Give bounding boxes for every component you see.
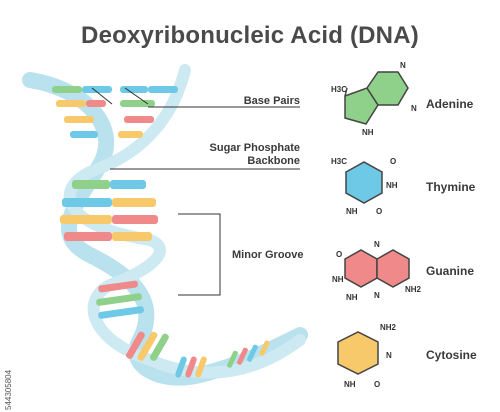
base-name-guanine: Guanine xyxy=(426,264,475,278)
rung xyxy=(125,331,145,359)
rung xyxy=(237,347,248,365)
rung xyxy=(227,350,238,368)
thymine-nh1: NH xyxy=(386,181,398,190)
rung xyxy=(120,86,148,93)
rung xyxy=(62,198,112,207)
adenine-pentagon xyxy=(344,87,379,125)
adenine-n1: N xyxy=(400,61,406,70)
guanine-nh3: NH xyxy=(346,293,358,302)
thymine-ch3: H3C xyxy=(331,157,347,166)
rung xyxy=(64,116,94,123)
cytosine-o: O xyxy=(374,380,380,389)
rung xyxy=(120,100,155,107)
label-minor-groove: Minor Groove xyxy=(232,249,304,261)
thymine-nh2: NH xyxy=(346,207,358,216)
adenine-molecule: H3C N N NH xyxy=(331,61,417,137)
adenine-ch3: H3C xyxy=(331,85,347,94)
label-backbone-line2: Backbone xyxy=(247,155,300,167)
rung xyxy=(56,100,86,107)
rung xyxy=(86,100,106,107)
page-title: Deoxyribonucleic Acid (DNA) xyxy=(81,22,419,49)
rung xyxy=(52,86,82,93)
rung xyxy=(110,180,146,189)
cytosine-nh2: NH2 xyxy=(380,323,397,332)
cytosine-nh: NH xyxy=(344,380,356,389)
base-name-cytosine: Cytosine xyxy=(426,348,477,362)
thymine-molecule: H3C O NH NH O xyxy=(331,157,398,216)
guanine-hexagon-left xyxy=(344,249,378,288)
label-base-pairs: Base Pairs xyxy=(243,95,300,107)
adenine-nh: NH xyxy=(362,128,374,137)
rung xyxy=(112,232,152,241)
adenine-n2: N xyxy=(411,104,417,113)
guanine-nh1: NH xyxy=(332,275,344,284)
rung xyxy=(124,116,154,123)
leader-lines xyxy=(91,87,300,296)
leader-base-pairs-arrow-a xyxy=(91,87,113,105)
rung xyxy=(195,356,207,378)
rung xyxy=(148,86,178,93)
guanine-nh2: NH2 xyxy=(405,285,422,294)
guanine-n2: N xyxy=(374,291,380,300)
thymine-o2: O xyxy=(376,207,382,216)
rung xyxy=(96,293,142,306)
thymine-hexagon xyxy=(345,161,383,204)
rung xyxy=(259,340,270,356)
rung xyxy=(185,356,197,378)
base-name-thymine: Thymine xyxy=(426,180,476,194)
guanine-molecule: N O NH N NH2 NH xyxy=(332,240,422,302)
minor-groove-bracket xyxy=(178,213,221,296)
stock-id-watermark: 544305804 xyxy=(4,369,13,410)
cytosine-molecule: NH2 N NH O xyxy=(337,323,397,389)
rung xyxy=(98,306,144,319)
cytosine-n: N xyxy=(386,351,392,360)
cytosine-hexagon xyxy=(337,331,379,375)
guanine-n: N xyxy=(374,240,380,249)
guanine-o: O xyxy=(336,250,342,259)
rung xyxy=(82,86,112,93)
rung xyxy=(64,232,112,241)
leader-base-pairs-arrow-b xyxy=(124,87,149,105)
rung xyxy=(98,280,138,293)
guanine-hexagon-right xyxy=(376,249,410,288)
thymine-o1: O xyxy=(390,157,396,166)
rung xyxy=(118,131,143,138)
rung xyxy=(150,333,169,361)
backbone-strand-right xyxy=(63,64,306,379)
rung xyxy=(112,215,158,224)
base-pair-rungs xyxy=(52,86,270,378)
label-backbone-line1: Sugar Phosphate xyxy=(209,142,300,154)
rung xyxy=(60,215,112,224)
base-name-adenine: Adenine xyxy=(426,97,474,111)
rung xyxy=(175,356,187,378)
rung xyxy=(247,344,258,362)
rung xyxy=(70,131,98,138)
rung xyxy=(72,180,110,189)
adenine-hexagon xyxy=(366,71,409,106)
helix-backbone xyxy=(22,64,308,386)
rung xyxy=(112,198,156,207)
rung xyxy=(137,331,158,361)
